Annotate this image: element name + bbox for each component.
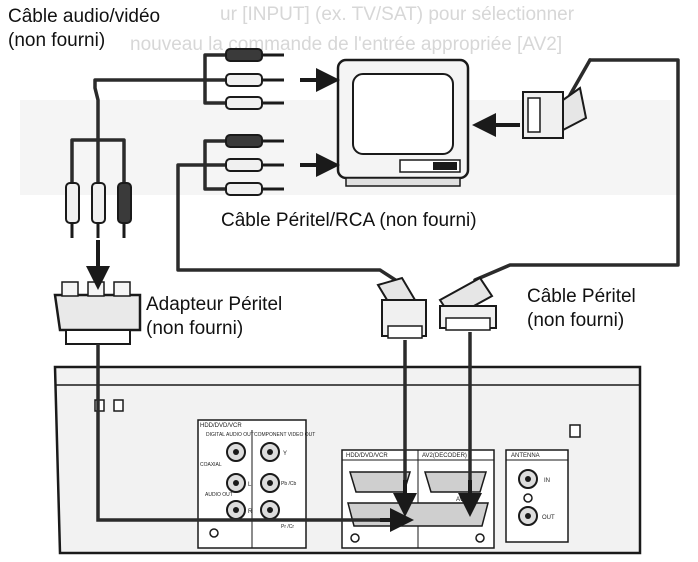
scart-plug-right <box>438 276 497 331</box>
panel-label-hdd-dvd-vcr: HDD/DVD/VCR <box>200 423 242 429</box>
av-cable-label-line1: Câble audio/vidéo <box>8 6 161 27</box>
rca-plugs-lower <box>225 134 284 196</box>
arrows <box>86 68 520 532</box>
ghost-text-line1: ur [INPUT] (ex. TV/SAT) pour sélectionne… <box>220 4 575 25</box>
scart-adapter-label-line1: Adapteur Péritel <box>146 294 283 315</box>
av-cable-split-left <box>70 138 100 187</box>
rca-plugs-left <box>65 182 132 238</box>
panel-label-r: R <box>248 509 253 515</box>
scart-cable-to-plug <box>568 58 592 97</box>
scart-rca-cable-low <box>203 163 230 191</box>
scart-adapter-label-line2: (non fourni) <box>146 318 244 339</box>
scart-rca-cable-top <box>203 139 230 167</box>
scart-cable-label-line2: (non fourni) <box>527 310 625 331</box>
rca-plugs-upper <box>225 48 284 110</box>
panel-label-l: L <box>248 482 252 488</box>
panel-label-out: OUT <box>542 515 555 521</box>
panel-label-coaxial: COAXIAL <box>200 462 222 468</box>
scart-adapter <box>53 281 142 345</box>
panel-label-digital-audio-out: DIGITAL AUDIO OUT <box>206 432 254 438</box>
panel-label-in: IN <box>544 478 550 484</box>
panel-label-scart-hdd-dvd-vcr: HDD/DVD/VCR <box>346 453 388 459</box>
connection-lines <box>96 332 472 522</box>
panel-label-av1-tv: AV1(TV) <box>456 497 479 503</box>
panel-label-pb-cb: Pb /Cb <box>281 481 297 487</box>
panel-label-av2-decoder: AV2(DECODER) <box>422 453 467 459</box>
av-cable-main <box>93 53 230 142</box>
scart-rca-cable-label: Câble Péritel/RCA (non fourni) <box>221 210 477 231</box>
ghost-text-line2: nouveau la commande de l'entrée appropri… <box>130 34 562 55</box>
recorder-rear-panel <box>53 365 642 555</box>
scart-plug-left <box>376 276 427 339</box>
scart-rca-cable-main <box>176 163 402 285</box>
panel-label-pr-cr: Pr /Cr <box>281 524 294 530</box>
panel-label-component-video-out: COMPONENT VIDEO OUT <box>254 432 315 438</box>
av-cable-label-line2: (non fourni) <box>8 30 106 51</box>
panel-label-antenna: ANTENNA <box>511 453 540 459</box>
television <box>336 58 470 187</box>
cables <box>70 53 680 285</box>
av-cable-branch-low <box>203 78 230 105</box>
scart-cable-label-line1: Câble Péritel <box>527 286 636 307</box>
scart-plug-tv <box>522 86 588 139</box>
adapter-to-av1-line <box>96 344 398 522</box>
scart-cable-main <box>473 58 680 282</box>
background-ghost-text: ur [INPUT] (ex. TV/SAT) pour sélectionne… <box>130 4 575 55</box>
av-cable-split-right <box>96 138 126 187</box>
panel-label-y: Y <box>283 451 287 457</box>
panel-label-audio-out: AUDIO OUT <box>205 492 233 498</box>
